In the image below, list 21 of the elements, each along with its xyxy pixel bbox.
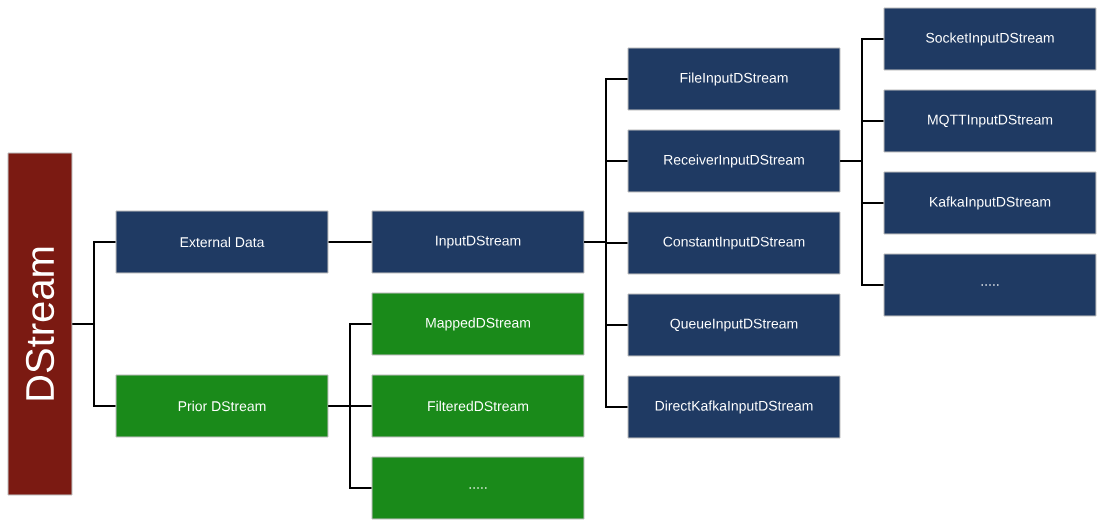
connector-line bbox=[327, 241, 373, 243]
class-box: MappedDStream bbox=[371, 292, 585, 356]
class-box: InputDStream bbox=[371, 210, 585, 274]
class-box: ..... bbox=[883, 253, 1097, 317]
class-box: ReceiverInputDStream bbox=[627, 129, 841, 193]
class-box: QueueInputDStream bbox=[627, 293, 841, 357]
class-box: MQTTInputDStream bbox=[883, 89, 1097, 153]
class-box: ..... bbox=[371, 456, 585, 520]
connector-line bbox=[71, 323, 117, 407]
class-box: ConstantInputDStream bbox=[627, 211, 841, 275]
class-box: SocketInputDStream bbox=[883, 7, 1097, 71]
connector-line bbox=[839, 160, 885, 286]
class-box: FilteredDStream bbox=[371, 374, 585, 438]
class-box: FileInputDStream bbox=[627, 47, 841, 111]
title-bar: DStream bbox=[7, 152, 73, 496]
class-box: Prior DStream bbox=[115, 374, 329, 438]
class-box: KafkaInputDStream bbox=[883, 171, 1097, 235]
class-box: External Data bbox=[115, 210, 329, 274]
class-box: DirectKafkaInputDStream bbox=[627, 375, 841, 439]
connector-line bbox=[583, 241, 629, 408]
connector-line bbox=[327, 405, 373, 489]
